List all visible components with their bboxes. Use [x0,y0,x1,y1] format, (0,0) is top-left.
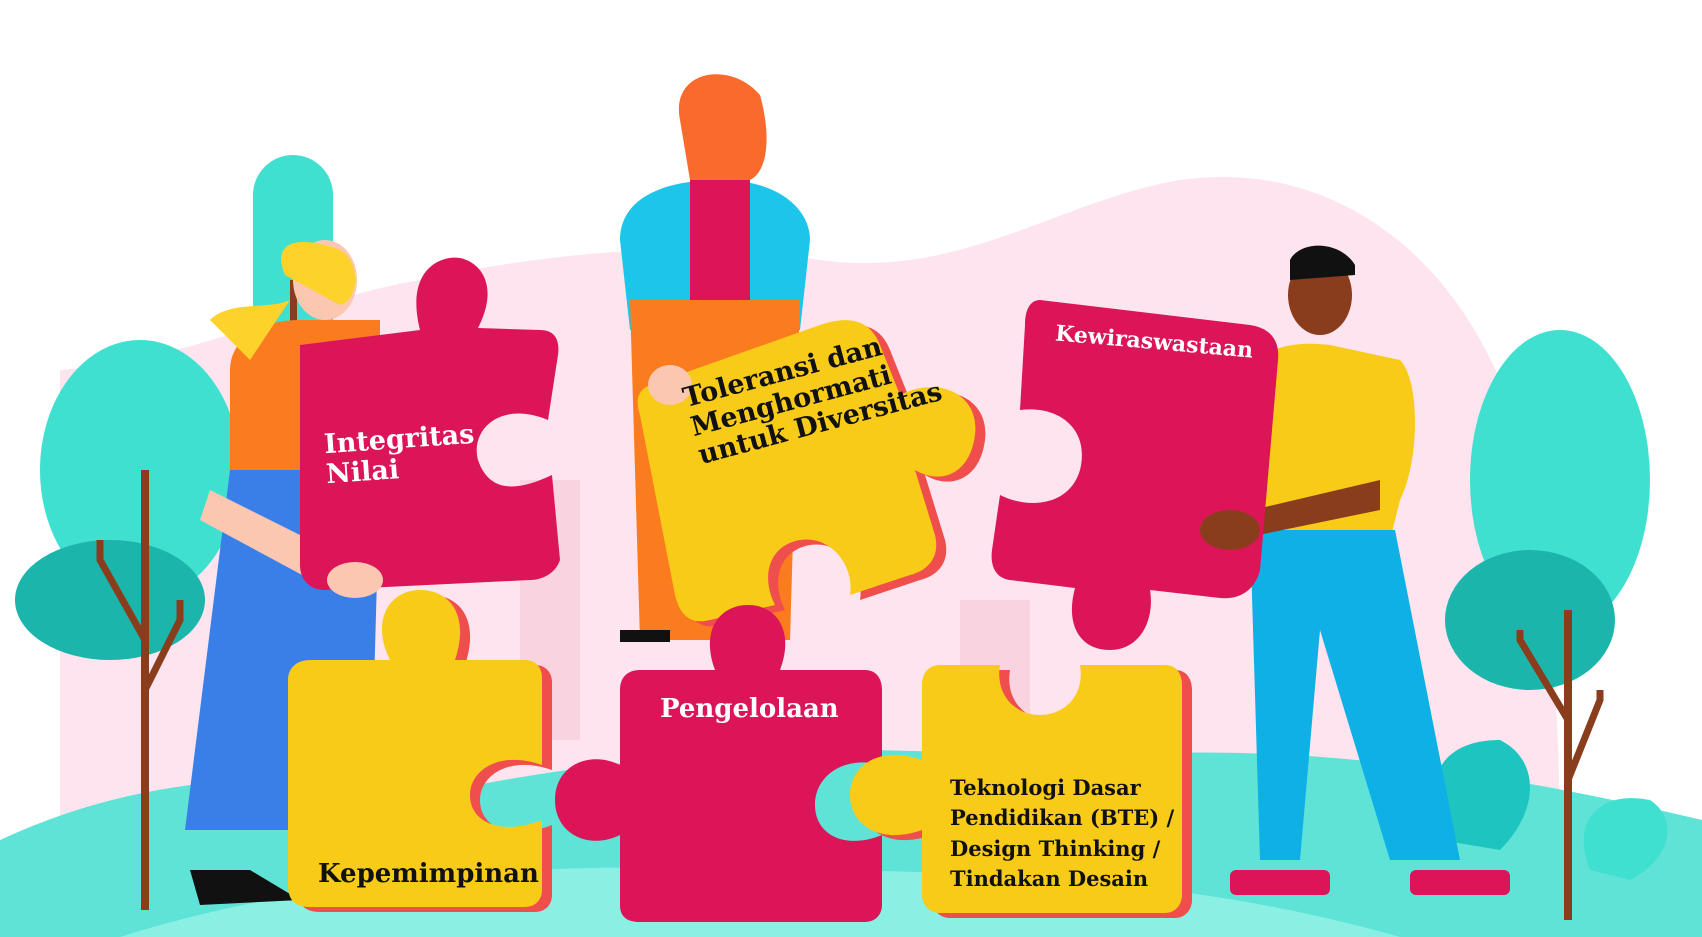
label-teknologi: Teknologi Dasar Pendidikan (BTE) / Desig… [950,775,1175,892]
monstera-leaf-icon [1432,740,1668,880]
label-kepemimpinan: Kepemimpinan [318,859,539,889]
label-integritas: Integritas Nilai [323,418,476,490]
tree-icon [15,340,240,910]
puzzle-piece-icon [288,257,1279,922]
tree-icon [1445,330,1650,920]
hand-right-man [1200,510,1260,550]
hand-middle-woman [648,365,692,405]
label-pengelolaan: Pengelolaan [660,694,839,724]
hand-left-woman [327,562,383,598]
